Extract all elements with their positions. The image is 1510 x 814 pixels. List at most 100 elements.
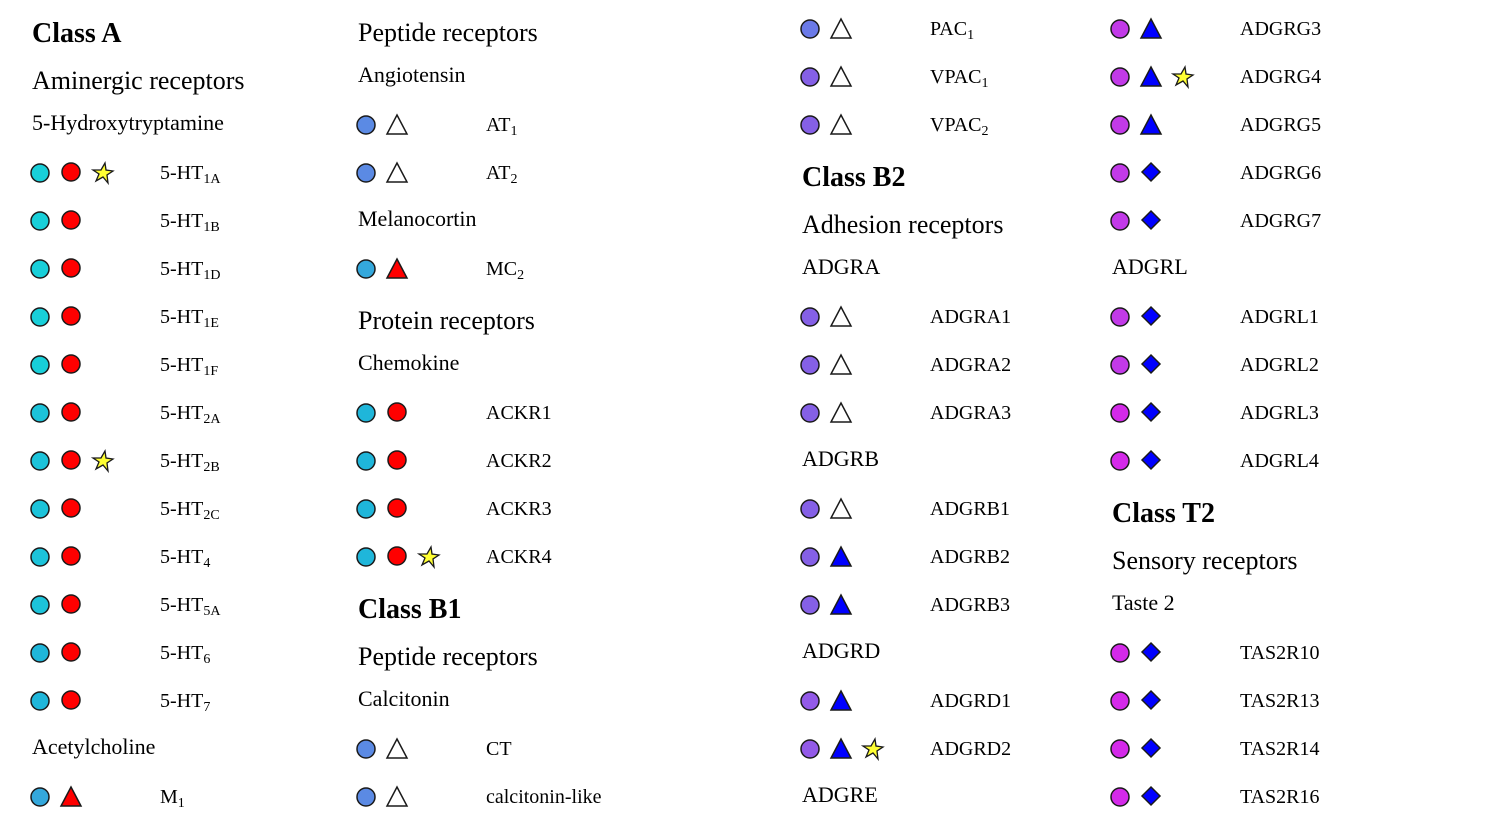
blue-triangle-icon	[829, 689, 853, 711]
class-heading: Class B1	[358, 594, 462, 625]
receptor-label: ACKR2	[486, 448, 552, 474]
blue-diamond-icon	[1140, 449, 1162, 471]
receptor-name: VPAC	[930, 66, 982, 88]
open-triangle-icon	[385, 737, 409, 759]
circle-icon	[1110, 451, 1130, 471]
circle-icon	[1110, 19, 1130, 39]
family-heading: Angiotensin	[358, 62, 466, 87]
receptor-label: 5-HT4	[160, 544, 210, 571]
receptor-name: ADGRB1	[930, 498, 1011, 520]
receptor-subscript: 2	[517, 268, 525, 283]
receptor-name: PAC	[930, 18, 968, 40]
blue-diamond-icon	[1140, 737, 1162, 759]
blue-diamond-icon	[1140, 689, 1162, 711]
receptor-name: 5-HT	[160, 210, 204, 232]
red-circle-icon	[61, 546, 81, 566]
star-icon	[90, 449, 115, 474]
receptor-name: 5-HT	[160, 546, 204, 568]
circle-icon	[1110, 403, 1130, 423]
class-heading: Class T2	[1112, 498, 1215, 529]
receptor-name: 5-HT	[160, 450, 204, 472]
receptor-label: ADGRD1	[930, 688, 1011, 714]
circle-icon	[30, 595, 50, 615]
red-circle-icon	[61, 402, 81, 422]
circle-icon	[30, 451, 50, 471]
red-circle-icon	[61, 258, 81, 278]
circle-icon	[30, 307, 50, 327]
receptor-label: 5-HT1A	[160, 160, 220, 187]
open-triangle-icon	[829, 353, 853, 375]
open-triangle-icon	[829, 497, 853, 519]
circle-icon	[1110, 739, 1130, 759]
receptor-name: VPAC	[930, 114, 982, 136]
red-circle-icon	[61, 642, 81, 662]
receptor-label: ADGRB1	[930, 496, 1010, 522]
circle-icon	[356, 787, 376, 807]
red-circle-icon	[61, 162, 81, 182]
circle-icon	[800, 499, 820, 519]
star-icon	[416, 545, 441, 570]
red-triangle-icon	[59, 785, 83, 807]
open-triangle-icon	[829, 17, 853, 39]
circle-icon	[30, 787, 50, 807]
receptor-name: ACKR2	[486, 450, 552, 472]
receptor-subscript: 2B	[203, 460, 220, 475]
receptor-name: MC	[486, 258, 518, 280]
receptor-label: ADGRL2	[1240, 352, 1319, 378]
circle-icon	[30, 643, 50, 663]
receptor-name: AT	[486, 162, 511, 184]
blue-triangle-icon	[829, 545, 853, 567]
receptor-name: 5-HT	[160, 690, 204, 712]
circle-icon	[1110, 691, 1130, 711]
receptor-name: ADGRA2	[930, 354, 1012, 376]
receptor-label: ADGRL1	[1240, 304, 1319, 330]
receptor-name: 5-HT	[160, 594, 204, 616]
circle-icon	[1110, 787, 1130, 807]
circle-icon	[1110, 643, 1130, 663]
circle-icon	[800, 547, 820, 567]
group-heading: Peptide receptors	[358, 18, 538, 47]
receptor-name: AT	[486, 114, 511, 136]
receptor-name: ADGRA1	[930, 306, 1012, 328]
family-heading: ADGRL	[1112, 254, 1188, 279]
open-triangle-icon	[829, 305, 853, 327]
receptor-subscript: 2	[510, 172, 518, 187]
open-triangle-icon	[385, 785, 409, 807]
star-icon	[860, 737, 885, 762]
receptor-name: 5-HT	[160, 162, 204, 184]
receptor-name: ACKR1	[486, 402, 552, 424]
red-triangle-icon	[385, 257, 409, 279]
receptor-name: calcitonin-like	[486, 786, 602, 808]
group-heading: Aminergic receptors	[32, 66, 245, 95]
circle-icon	[30, 403, 50, 423]
receptor-label: 5-HT1F	[160, 352, 218, 379]
receptor-label: ADGRG7	[1240, 208, 1321, 234]
circle-icon	[1110, 67, 1130, 87]
blue-diamond-icon	[1140, 353, 1162, 375]
circle-icon	[356, 451, 376, 471]
receptor-label: 5-HT2C	[160, 496, 220, 523]
circle-icon	[1110, 355, 1130, 375]
receptor-name: TAS2R14	[1240, 738, 1320, 760]
receptor-name: ADGRG7	[1240, 210, 1322, 232]
receptor-name: ADGRG6	[1240, 162, 1322, 184]
receptor-label: VPAC1	[930, 64, 989, 91]
receptor-label: 5-HT1D	[160, 256, 220, 283]
family-heading: 5-Hydroxytryptamine	[32, 110, 224, 135]
receptor-subscript: 1	[510, 124, 518, 139]
receptor-label: MC2	[486, 256, 525, 283]
receptor-label: calcitonin-like	[486, 784, 602, 810]
circle-icon	[1110, 307, 1130, 327]
receptor-subscript: 7	[203, 700, 211, 715]
receptor-name: ADGRG3	[1240, 18, 1322, 40]
circle-icon	[30, 355, 50, 375]
receptor-label: TAS2R13	[1240, 688, 1320, 714]
receptor-label: ADGRA2	[930, 352, 1011, 378]
receptor-subscript: 2	[981, 124, 989, 139]
circle-icon	[1110, 211, 1130, 231]
receptor-label: 5-HT6	[160, 640, 210, 667]
receptor-name: ADGRB2	[930, 546, 1011, 568]
blue-triangle-icon	[1139, 17, 1163, 39]
open-triangle-icon	[829, 113, 853, 135]
receptor-name: ADGRA3	[930, 402, 1012, 424]
